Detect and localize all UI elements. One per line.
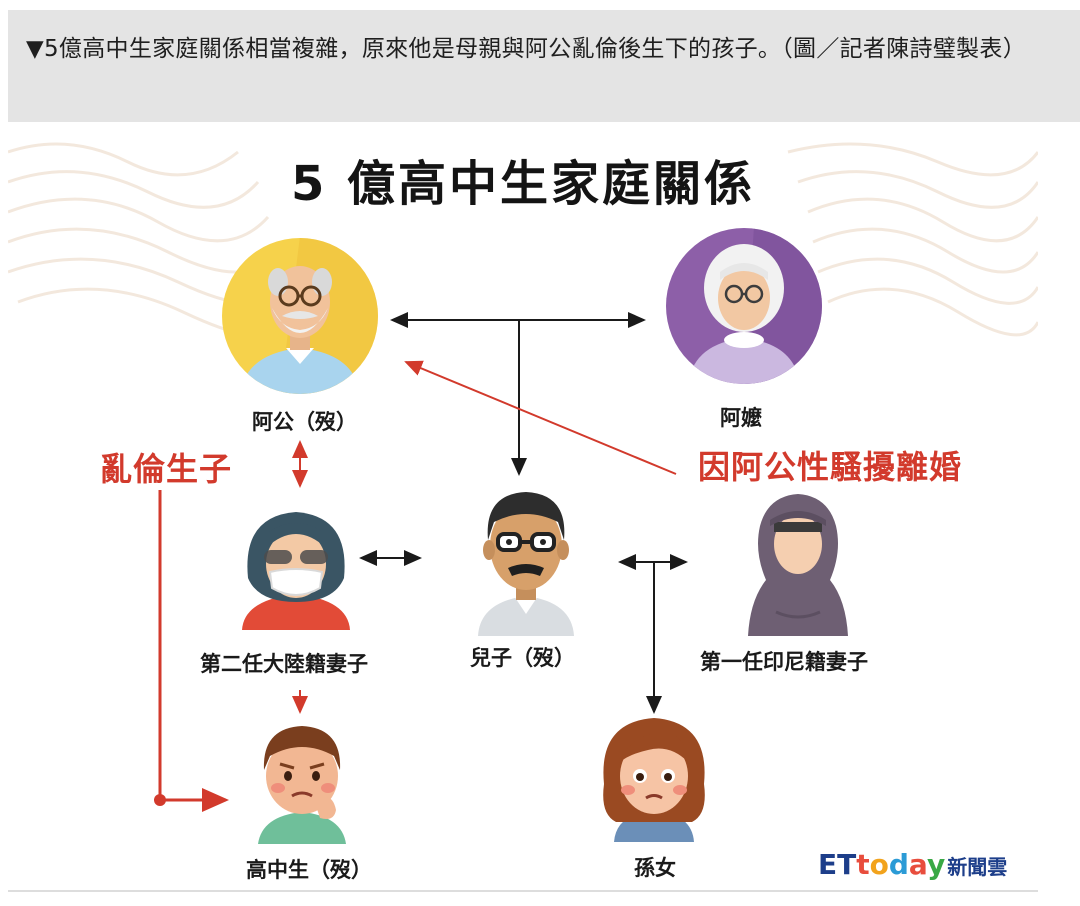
annotation-incest: 亂倫生子 (100, 450, 233, 488)
grandpa-avatar (222, 238, 378, 394)
incest-link-dot (154, 794, 166, 806)
divider (8, 890, 1038, 892)
harassment-arrow (404, 360, 677, 475)
label-son: 兒子（歿） (470, 646, 575, 670)
image-caption: ▼5億高中生家庭關係相當複雜，原來他是母親與阿公亂倫後生下的孩子。（圖／記者陳詩… (8, 10, 1080, 122)
label-wife2: 第二任大陸籍妻子 (200, 652, 368, 676)
background-wave-pattern (8, 142, 1038, 337)
student-avatar (258, 726, 346, 844)
wife1-avatar (748, 494, 848, 636)
label-wife1: 第一任印尼籍妻子 (700, 650, 868, 674)
annotation-divorce: 因阿公性騷擾離婚 (698, 448, 963, 486)
wife2-avatar (242, 512, 350, 630)
label-student: 高中生（歿） (246, 858, 372, 882)
label-grandma: 阿嬤 (720, 406, 762, 430)
son-avatar (478, 492, 574, 636)
granddaughter-avatar (603, 718, 705, 842)
label-grandpa: 阿公（歿） (252, 410, 357, 434)
label-granddaughter: 孫女 (634, 856, 676, 880)
diagram-title: 5 億高中生家庭關係 (290, 156, 756, 212)
relationship-lines (154, 312, 688, 812)
grandma-avatar (666, 228, 822, 384)
family-diagram: 5 億高中生家庭關係 (8, 122, 1038, 888)
